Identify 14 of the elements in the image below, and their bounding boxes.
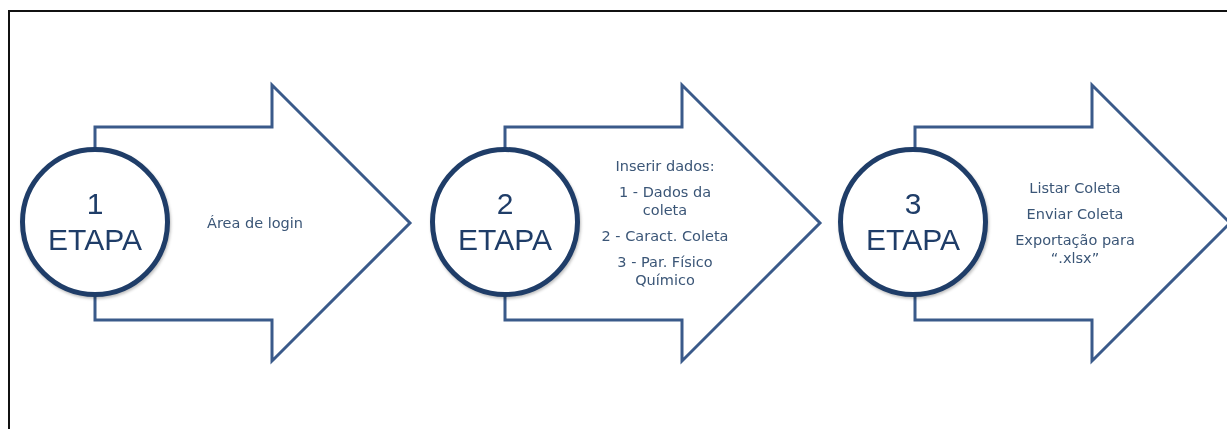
step-text: Área de login xyxy=(206,214,303,232)
step-label: 3 xyxy=(904,186,922,222)
step-label: ETAPA xyxy=(866,222,960,258)
step-label: ETAPA xyxy=(458,222,552,258)
step-label: ETAPA xyxy=(48,222,142,258)
step-text: 2 - Caract. Coleta xyxy=(601,227,729,245)
step-text: Inserir dados: xyxy=(615,157,715,175)
step-text: 1 - Dados da coleta xyxy=(617,183,713,219)
step-label: 1 xyxy=(86,186,104,222)
step-text: Exportação para “.xlsx” xyxy=(1014,231,1136,267)
step-text: Enviar Coleta xyxy=(1026,205,1124,223)
step-text: Listar Coleta xyxy=(1029,179,1121,197)
step-text: 3 - Par. Físico Químico xyxy=(616,253,714,289)
step-label: 2 xyxy=(496,186,514,222)
